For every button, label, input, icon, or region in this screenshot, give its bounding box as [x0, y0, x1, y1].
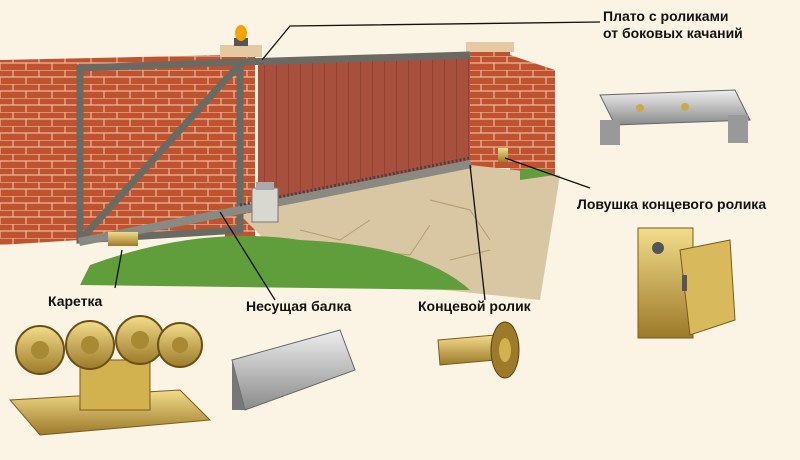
support-beam-part: [231, 329, 356, 411]
plate-with-rollers-part: [599, 89, 751, 145]
warning-lamp-icon: [234, 25, 248, 46]
label-plate-line1: Плато с роликами: [603, 8, 729, 24]
label-carriage: Каретка: [48, 293, 103, 309]
end-roller-trap-part: [637, 227, 736, 339]
callout-lines: [114, 21, 601, 301]
grass: [80, 235, 470, 290]
gate-motor: [251, 182, 279, 223]
label-end-roller: Концевой ролик: [418, 298, 531, 314]
label-support-beam: Несущая балка: [246, 298, 352, 314]
label-end-roller-trap: Ловушка концевого ролика: [577, 196, 767, 212]
end-roller-part: [437, 321, 520, 379]
gate-frame: [76, 51, 471, 244]
carriage-small: [108, 232, 138, 246]
brick-wall-right: [466, 42, 555, 175]
label-plate-line2: от боковых качаний: [603, 25, 743, 41]
carriage-part: [8, 315, 212, 436]
